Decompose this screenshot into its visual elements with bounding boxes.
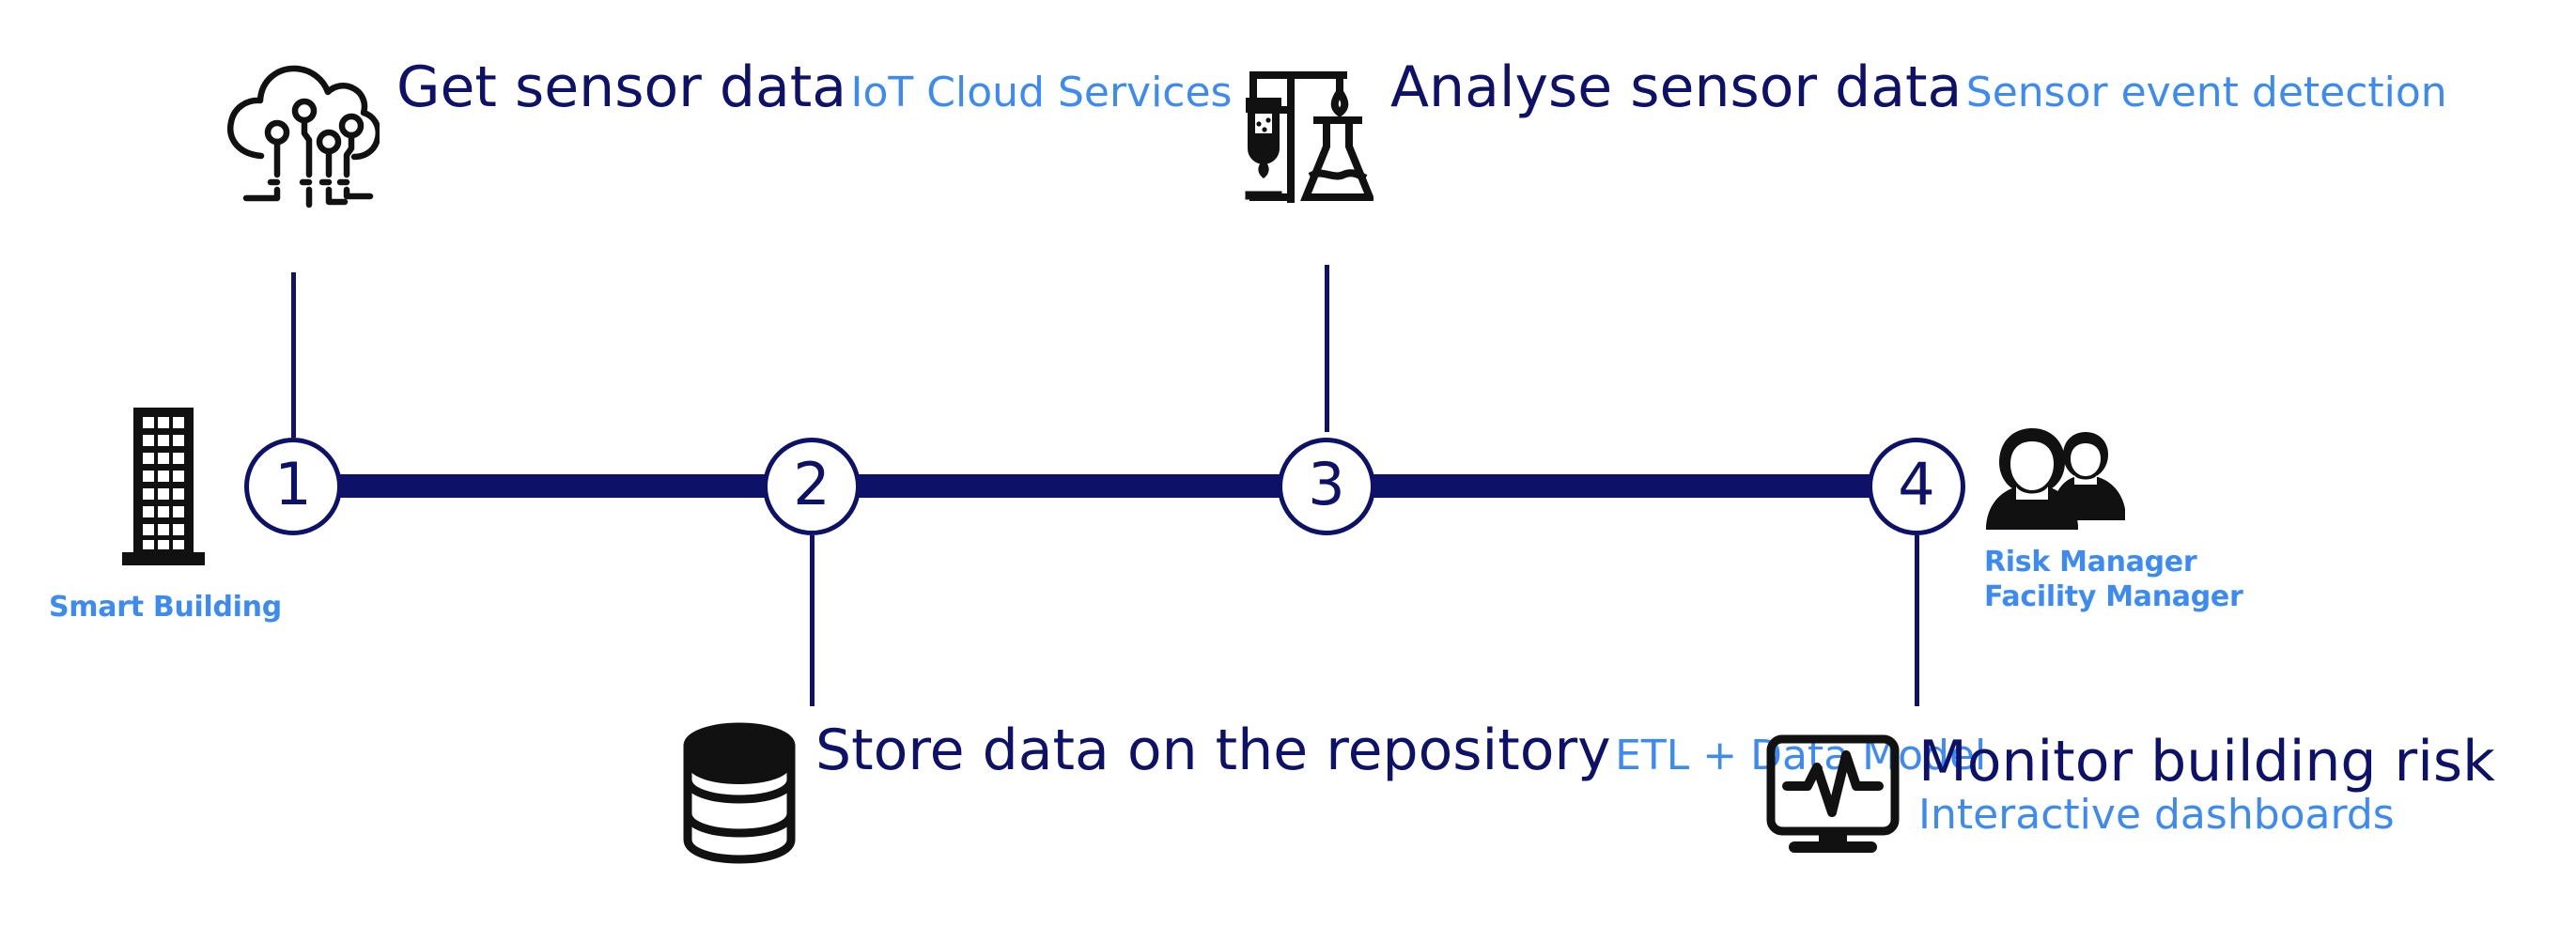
step-1-text: Get sensor data IoT Cloud Services [396, 58, 1232, 117]
timeline-node-3[interactable]: 3 [1278, 438, 1375, 535]
actor-smart-building: Smart Building [49, 404, 282, 625]
people-icon [1984, 423, 2242, 536]
stem-step-4 [1915, 535, 1919, 706]
step-1-title: Get sensor data [396, 54, 847, 120]
timeline-rail [310, 474, 1921, 498]
node-number-3: 3 [1308, 450, 1345, 518]
step-4-subtitle: Interactive dashboards [1918, 791, 2395, 839]
node-number-4: 4 [1898, 450, 1935, 518]
stem-step-2 [810, 535, 815, 706]
step-3-block: Analyse sensor data Sensor event detecti… [1233, 58, 2447, 213]
iot-cloud-icon [222, 58, 381, 213]
node-number-1: 1 [274, 450, 312, 518]
step-4-title: Monitor building risk [1918, 729, 2495, 795]
actor-label-smart-building: Smart Building [49, 591, 282, 624]
step-1-block: Get sensor data IoT Cloud Services [222, 58, 1232, 213]
step-4-block: Monitor building risk Interactive dashbo… [1764, 733, 2576, 861]
timeline-node-4[interactable]: 4 [1868, 438, 1965, 535]
step-2-title: Store data on the repository [815, 718, 1611, 783]
step-4-text: Monitor building risk Interactive dashbo… [1918, 733, 2576, 839]
step-3-text: Analyse sensor data Sensor event detecti… [1390, 58, 2447, 117]
timeline-node-2[interactable]: 2 [763, 438, 861, 535]
stem-step-3 [1325, 265, 1329, 432]
building-icon [120, 404, 282, 576]
stem-step-1 [291, 272, 296, 438]
step-2-text: Store data on the repository ETL + Data … [815, 721, 1986, 780]
step-1-subtitle: IoT Cloud Services [850, 69, 1233, 116]
actor-label-risk-manager: Risk Manager [1984, 546, 2197, 579]
step-3-subtitle: Sensor event detection [1965, 69, 2447, 116]
database-icon [680, 721, 799, 869]
actor-label-facility-manager: Facility Manager [1984, 579, 2243, 613]
step-2-block: Store data on the repository ETL + Data … [680, 721, 1986, 869]
node-number-2: 2 [793, 450, 830, 518]
actor-managers: Risk Manager Facility Manager [1984, 423, 2243, 614]
lab-flask-icon [1233, 58, 1375, 213]
timeline-node-1[interactable]: 1 [244, 438, 342, 535]
step-3-title: Analyse sensor data [1390, 54, 1963, 120]
monitor-pulse-icon [1764, 733, 1901, 861]
